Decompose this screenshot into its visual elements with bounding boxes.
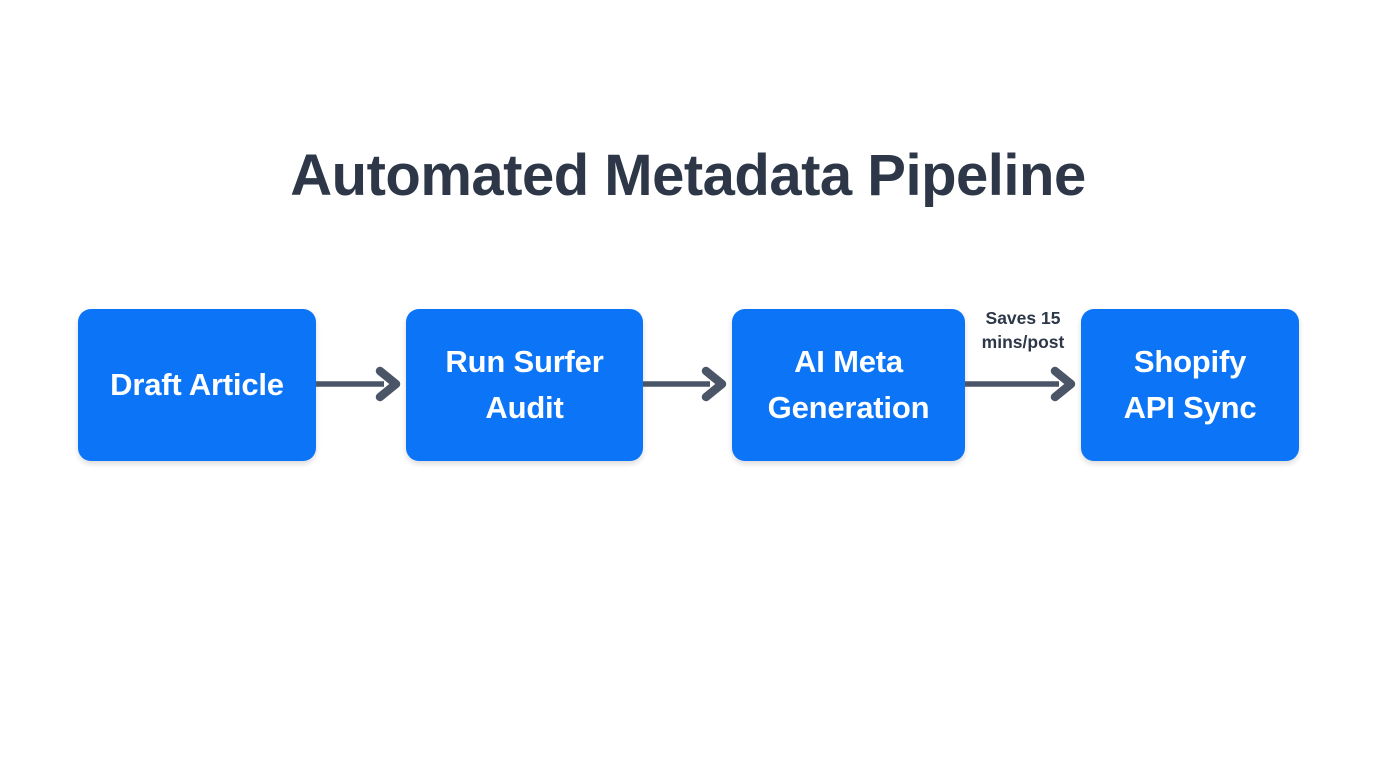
- page-title: Automated Metadata Pipeline: [290, 143, 1086, 208]
- flow-arrow-right-icon: [316, 366, 406, 402]
- flow-arrow-right-icon: [643, 366, 732, 402]
- flow-node-draft-article[interactable]: Draft Article: [78, 309, 316, 461]
- flow-arrow-right-icon: [965, 366, 1081, 402]
- flow-node-shopify-api-sync[interactable]: Shopify API Sync: [1081, 309, 1299, 461]
- flow-node-run-surfer-audit[interactable]: Run Surfer Audit: [406, 309, 643, 461]
- flow-node-ai-meta-generation[interactable]: AI Meta Generation: [732, 309, 965, 461]
- flow-node-label: Run Surfer Audit: [445, 344, 604, 425]
- flow-edge-label-saves-time: Saves 15 mins/post: [981, 308, 1065, 352]
- flow-node-label: AI Meta Generation: [767, 344, 930, 425]
- flow-node-label: Shopify API Sync: [1123, 344, 1257, 425]
- flow-node-label: Draft Article: [110, 367, 284, 402]
